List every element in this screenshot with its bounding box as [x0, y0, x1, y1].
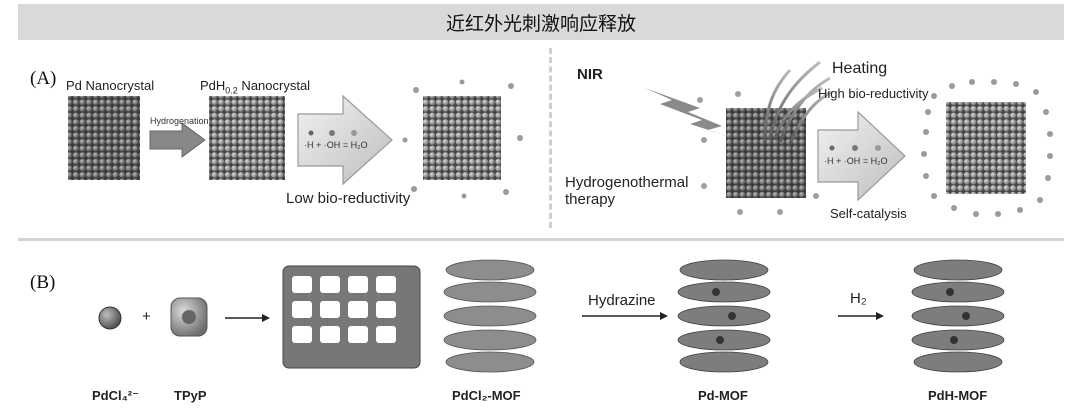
heating-flame-strands — [763, 60, 833, 145]
hydrogenothermal-line2: therapy — [565, 191, 616, 208]
tpyp-label: TPyP — [174, 388, 207, 403]
pdh-nanocrystal-label: PdH0.2 Nanocrystal — [200, 78, 310, 96]
pdh-nanocrystal-cube — [209, 96, 285, 180]
arrow-hydrazine-head — [660, 312, 668, 320]
release-particles-left — [402, 79, 523, 199]
mof-2d-grid — [282, 265, 421, 369]
nir-label: NIR — [577, 66, 603, 83]
pdcl2-mof-stack — [443, 259, 537, 373]
self-catalysis-label: Self-catalysis — [830, 206, 907, 221]
oh-molecule-glyph — [329, 130, 335, 136]
h2o-molecule-glyph-right — [875, 145, 881, 151]
pd-nanocrystal-cube — [68, 96, 140, 180]
eq-equals: = — [342, 140, 349, 150]
hydrogenothermal-line1: Hydrogenothermal — [565, 174, 689, 191]
release-particles-right — [921, 79, 1053, 217]
arrow-h2-head — [876, 312, 884, 320]
pdh-nanoparticles — [946, 288, 970, 344]
arrow-assembly-head — [262, 314, 270, 322]
panel-b-label: (B) — [30, 272, 56, 293]
pd-nanoparticles — [712, 288, 736, 344]
figure-title: 近红外光刺激响应释放 — [445, 12, 636, 35]
eq-oh: ·OH — [323, 140, 341, 150]
h2-label: H₂ — [850, 290, 867, 307]
high-bio-reductivity-label: High bio-reductivity — [818, 86, 929, 101]
release-particles-heated — [697, 91, 819, 215]
h2o-molecule-glyph — [351, 130, 357, 136]
pd-mof-stack — [677, 259, 771, 373]
hydrogenothermal-therapy-label: Hydrogenothermal therapy — [565, 174, 688, 208]
hydrazine-label: Hydrazine — [588, 292, 656, 309]
reaction-arrow-right — [817, 110, 906, 202]
released-cube-right — [946, 102, 1026, 194]
hydrogenation-arrow — [149, 122, 206, 158]
pdh-mof-stack — [911, 259, 1005, 373]
released-cube-left — [423, 96, 501, 180]
hydrogenation-label: Hydrogenation — [150, 116, 209, 126]
equation-right: ·H + ·OH = H₂O — [824, 156, 888, 166]
plus-sign: + — [142, 308, 151, 325]
pdcl4-label: PdCl₄²⁻ — [92, 388, 139, 403]
pdh-mof-label: PdH-MOF — [928, 388, 988, 403]
h-atom-glyph-right — [829, 145, 835, 151]
eq-h2o-right: H₂O — [870, 156, 888, 166]
pdh-subscript: 0.2 — [225, 85, 238, 96]
pdh-suffix: Nanocrystal — [237, 78, 311, 93]
pd-nanocrystal-label: Pd Nanocrystal — [66, 78, 155, 93]
panel-divider-horizontal — [18, 238, 1064, 241]
tpyp-molecule — [170, 297, 208, 337]
eq-plus: + — [316, 140, 322, 150]
eq-oh-right: ·OH — [843, 156, 861, 166]
eq-h-right: ·H — [824, 156, 834, 166]
low-bio-reductivity-label: Low bio-reductivity — [286, 190, 411, 207]
pdcl2-mof-label: PdCl₂-MOF — [452, 388, 521, 403]
eq-equals-right: = — [862, 156, 869, 166]
eq-plus-right: + — [836, 156, 842, 166]
pdcl4-molecule — [98, 306, 122, 330]
eq-h2o: H₂O — [350, 140, 368, 150]
pdh-prefix: PdH — [200, 78, 226, 93]
heating-label: Heating — [832, 60, 888, 77]
panel-a-label: (A) — [30, 68, 57, 89]
reaction-arrow-left — [297, 94, 393, 186]
oh-molecule-glyph-right — [852, 145, 858, 151]
equation-left: ·H + ·OH = H₂O — [304, 140, 368, 150]
figure-title-bar: 近红外光刺激响应释放 — [18, 4, 1064, 40]
pd-mof-label: Pd-MOF — [698, 388, 748, 403]
eq-h: ·H — [304, 140, 314, 150]
h-atom-glyph — [308, 130, 314, 136]
panel-divider-vertical — [549, 48, 552, 228]
nir-lightning-bolt — [645, 88, 746, 142]
